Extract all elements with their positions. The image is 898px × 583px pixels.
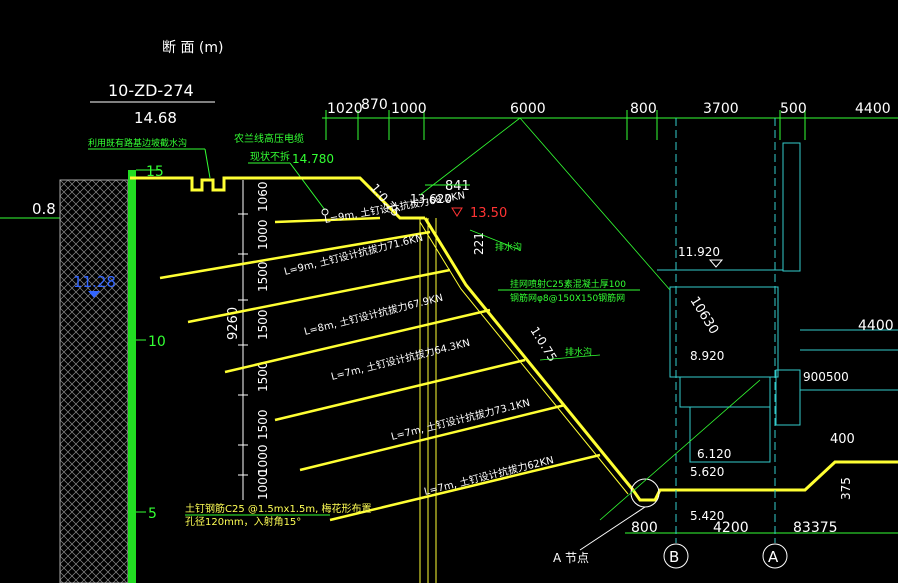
elev-13620: 13.620 xyxy=(410,192,452,206)
vertical-dim-ticks xyxy=(238,213,248,476)
elev-5420: 5.420 xyxy=(690,509,724,523)
soil-nail-5 xyxy=(299,403,566,472)
vdim-2: 1500 xyxy=(256,261,270,292)
dim-400: 400 xyxy=(830,432,855,447)
water-level-label: 11.28 xyxy=(73,273,116,291)
water-level-marker-icon xyxy=(88,291,100,298)
soil-nail-0 xyxy=(274,216,381,224)
dim-3700: 3700 xyxy=(703,101,739,117)
bottom-note-1: 土钉钢筋C25 @1.5mx1.5m, 梅花形布置 xyxy=(185,502,371,515)
ground-level-label: 0.8 xyxy=(32,200,56,218)
soil-nail-3 xyxy=(224,308,491,374)
dim-1060: 1060 xyxy=(256,181,270,212)
cable-icon xyxy=(321,208,329,216)
elev-11920: 11.920 xyxy=(678,245,720,259)
drainage-note-leader-2 xyxy=(204,148,211,179)
dim-800: 800 xyxy=(630,101,657,117)
dim-83375: 83375 xyxy=(793,520,838,536)
cable-note-1: 农兰线高压电缆 xyxy=(234,132,304,145)
section-id: 10-ZD-274 xyxy=(108,81,194,100)
slope-ratio-2: 1:0.75 xyxy=(527,324,559,364)
soil-column-hatch xyxy=(59,179,129,583)
water-label-2: 排水沟 xyxy=(565,346,592,358)
dim-9260: 9260 xyxy=(226,307,241,340)
scale-label-15: 15 xyxy=(146,164,164,180)
pile-lines xyxy=(419,218,437,583)
bottom-note-2: 孔径120mm，入射角15° xyxy=(185,515,301,528)
axis-b-label: B xyxy=(669,548,679,566)
slope-face-inner xyxy=(419,221,629,495)
ground-surface-bottom xyxy=(631,460,898,502)
scale-label-5: 5 xyxy=(148,506,157,522)
top-dimension-chain xyxy=(322,110,898,140)
drawing-title: 断 面 (m) xyxy=(162,40,223,56)
dim-500: 500 xyxy=(780,101,807,117)
dim-1000: 1000 xyxy=(391,101,427,117)
elev-13-50: 13.50 xyxy=(470,206,507,221)
elev-11920-marker-icon xyxy=(708,259,724,268)
vdim-4: 1500 xyxy=(256,361,270,392)
soil-nail-4 xyxy=(274,358,526,422)
scale-label-10: 10 xyxy=(148,334,166,350)
soil-nails xyxy=(159,216,601,522)
dim-870: 870 xyxy=(361,97,388,113)
slope-face xyxy=(423,217,635,491)
dim-6000: 6000 xyxy=(510,101,546,117)
elev-14780: 14.780 xyxy=(292,152,334,166)
vdim-6: 1000 xyxy=(256,444,270,475)
dim-1020: 1020 xyxy=(327,101,363,117)
drainage-note: 利用既有路基边坡截水沟 xyxy=(88,137,187,149)
right-structure xyxy=(657,142,898,463)
elev-marker-icon xyxy=(451,207,463,217)
vdim-3: 1500 xyxy=(256,309,270,340)
vdim-1: 1000 xyxy=(256,219,270,250)
dim-800b: 800 xyxy=(631,520,658,536)
soil-nail-1 xyxy=(159,230,431,280)
concrete-note-2: 钢筋网φ8@150X150钢筋网 xyxy=(510,292,625,304)
dim-900500: 900500 xyxy=(803,370,849,384)
scale-bar xyxy=(128,170,136,583)
node-a-leader xyxy=(579,506,646,551)
top-elevation: 14.68 xyxy=(134,109,177,127)
dim-10630: 10630 xyxy=(687,294,722,337)
concrete-note-1: 挂网喷射C25素混凝土厚100 xyxy=(510,278,626,290)
axis-a-circle xyxy=(762,543,788,569)
dim-841: 841 xyxy=(445,179,470,194)
node-a-label: A 节点 xyxy=(553,551,589,565)
vdim-5: 1500 xyxy=(256,409,270,440)
soil-nail-2 xyxy=(187,268,451,324)
axis-b-circle xyxy=(663,543,689,569)
vdim-7: 1000 xyxy=(256,469,270,500)
anchor-label-6: L=7m, 土钉设计抗拔力62KN xyxy=(423,453,555,498)
ground-surface-top xyxy=(130,176,425,220)
water-label-1: 排水沟 xyxy=(495,241,522,253)
anchor-label-3: L=8m, 土钉设计抗拔力67.9KN xyxy=(303,291,445,338)
elev-5620: 5.620 xyxy=(690,465,724,479)
dim-4400: 4400 xyxy=(855,101,891,117)
cable-note-2: 现状不拆 xyxy=(250,150,290,163)
reference-lines xyxy=(419,117,761,521)
cable-leader-2 xyxy=(289,162,326,211)
dim-4400b: 4400 xyxy=(858,318,894,334)
elev-6120: 6.120 xyxy=(697,447,731,461)
soil-nail-6 xyxy=(329,453,601,522)
axis-a-label: A xyxy=(768,548,779,566)
dim-375: 375 xyxy=(839,477,853,500)
dim-4200: 4200 xyxy=(713,520,749,536)
dim-221: 221 xyxy=(472,232,486,255)
elev-8920: 8.920 xyxy=(690,349,724,363)
